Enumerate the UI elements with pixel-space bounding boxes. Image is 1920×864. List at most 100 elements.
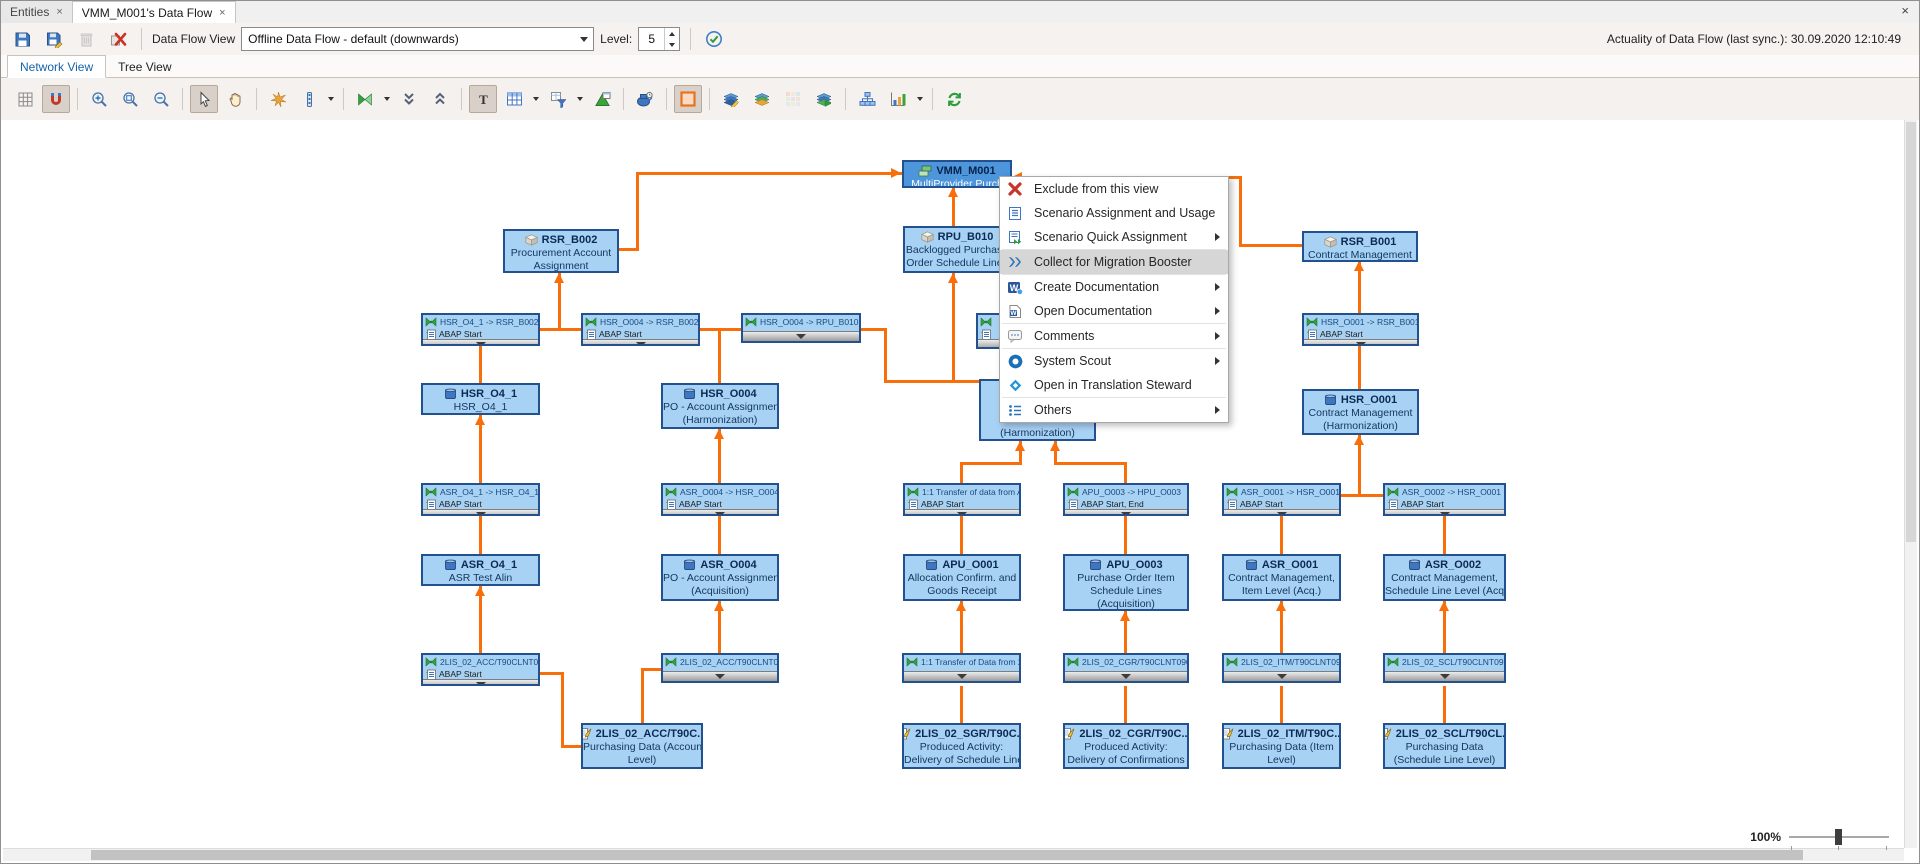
- node-2lis-02-sgr[interactable]: 2LIS_02_SGR/T90C...Produced Activity:Del…: [902, 723, 1021, 769]
- go-to-root-button[interactable]: [351, 85, 379, 113]
- transformation-node-2lis-02-cgr-t90clnt090-[interactable]: 2LIS_02_CGR/T90CLNT090 >...: [1063, 653, 1189, 683]
- zoom-slider[interactable]: [1789, 829, 1889, 850]
- refresh-button[interactable]: [940, 85, 968, 113]
- chevron-down-icon[interactable]: [575, 97, 585, 101]
- pan-tool-button[interactable]: [221, 85, 249, 113]
- menu-item-comments[interactable]: Comments: [1000, 324, 1228, 348]
- table-view-button[interactable]: [500, 85, 528, 113]
- node-2lis-02-scl[interactable]: 2LIS_02_SCL/T90CL...Purchasing Data(Sche…: [1383, 723, 1506, 769]
- expand-strip[interactable]: [1065, 509, 1187, 514]
- transformation-node-2lis-02-scl-t90clnt090-[interactable]: 2LIS_02_SCL/T90CLNT090 >...: [1383, 653, 1506, 683]
- expand-strip[interactable]: [423, 339, 538, 344]
- transformation-node-2lis-02-acc-t90clnt090-[interactable]: 2LIS_02_ACC/T90CLNT090 >...ABAP Start: [421, 653, 540, 686]
- menu-item-scenario-assignment-and-usage[interactable]: Scenario Assignment and Usage: [1000, 201, 1228, 225]
- node-2lis-02-acc-a[interactable]: 2LIS_02_ACC/T90C...Purchasing Data (Acco…: [581, 723, 703, 769]
- menu-item-open-in-translation-steward[interactable]: Open in Translation Steward: [1000, 373, 1228, 397]
- expand-strip[interactable]: [743, 331, 859, 341]
- zoom-slider-handle[interactable]: [1835, 829, 1842, 845]
- save-button[interactable]: [9, 26, 35, 52]
- level-stepper[interactable]: 5: [638, 27, 681, 51]
- discard-data-flow-button[interactable]: [105, 26, 131, 52]
- transformation-node-1-1-transfer-of-data-from-apu-[interactable]: 1:1 Transfer of data from APU...ABAP Sta…: [903, 483, 1021, 516]
- horizontal-scrollbar-thumb[interactable]: [91, 850, 1803, 860]
- expand-strip[interactable]: [1304, 339, 1417, 344]
- node-2lis-02-cgr[interactable]: 2LIS_02_CGR/T90C...Produced Activity:Del…: [1063, 723, 1189, 769]
- filter-view-button[interactable]: [544, 85, 572, 113]
- tab-entities[interactable]: Entities ×: [1, 1, 73, 23]
- auto-layout-button[interactable]: [264, 85, 292, 113]
- org-chart-button[interactable]: [853, 85, 881, 113]
- expand-strip[interactable]: [663, 671, 777, 681]
- snap-magnet-button[interactable]: [42, 85, 70, 113]
- vertical-layout-button[interactable]: [295, 85, 323, 113]
- vertical-scrollbar[interactable]: [1904, 120, 1917, 848]
- chart-button[interactable]: [884, 85, 912, 113]
- transformation-node-1-1-transfer-of-data-from-2lis-[interactable]: 1:1 Transfer of Data from 2LIS...: [902, 653, 1021, 683]
- expand-strip[interactable]: [1385, 671, 1504, 681]
- menu-item-scenario-quick-assignment[interactable]: Scenario Quick Assignment: [1000, 225, 1228, 249]
- chevron-down-icon[interactable]: [326, 97, 336, 101]
- grid-toggle-button[interactable]: [11, 85, 39, 113]
- expand-strip[interactable]: [423, 679, 538, 684]
- zoom-out-button[interactable]: [147, 85, 175, 113]
- menu-item-exclude-from-this-view[interactable]: Exclude from this view: [1000, 177, 1228, 201]
- menu-item-others[interactable]: Others: [1000, 398, 1228, 422]
- chevron-down-icon[interactable]: [531, 97, 541, 101]
- expand-all-button[interactable]: [426, 85, 454, 113]
- data-flow-view-select[interactable]: Offline Data Flow - default (downwards): [241, 27, 595, 51]
- transformation-node-hsr-o004-rpu-b010[interactable]: HSR_O004 -> RPU_B010: [741, 313, 861, 343]
- tab-vmm-m001-data-flow[interactable]: VMM_M001's Data Flow ×: [72, 1, 236, 24]
- node-2lis-02-itm[interactable]: 2LIS_02_ITM/T90C...Purchasing Data (Item…: [1222, 723, 1341, 769]
- horizontal-scrollbar[interactable]: [3, 848, 1904, 861]
- layers-export-button[interactable]: [810, 85, 838, 113]
- layers-edit-button[interactable]: [717, 85, 745, 113]
- highlight-frame-button[interactable]: [674, 85, 702, 113]
- color-palette-button[interactable]: [779, 85, 807, 113]
- expand-strip[interactable]: [1224, 509, 1339, 514]
- select-tool-button[interactable]: [190, 85, 218, 113]
- expand-strip[interactable]: [1385, 509, 1504, 514]
- menu-item-system-scout[interactable]: System Scout: [1000, 349, 1228, 373]
- vertical-scrollbar-thumb[interactable]: [1906, 122, 1916, 542]
- zoom-fit-button[interactable]: [116, 85, 144, 113]
- layers-color-button[interactable]: [748, 85, 776, 113]
- tree-filter-button[interactable]: [588, 85, 616, 113]
- transformation-node-2lis-02-itm-t90clnt090-[interactable]: 2LIS_02_ITM/T90CLNT090 >...: [1222, 653, 1341, 683]
- expand-strip[interactable]: [1224, 671, 1339, 681]
- tab-tree-view[interactable]: Tree View: [118, 59, 172, 74]
- chevron-down-icon[interactable]: [915, 97, 925, 101]
- expand-strip[interactable]: [423, 509, 538, 514]
- gui-kettle-button[interactable]: [631, 85, 659, 113]
- zoom-in-button[interactable]: [85, 85, 113, 113]
- tab-close-icon[interactable]: ×: [219, 7, 226, 19]
- chevron-down-icon[interactable]: [382, 97, 392, 101]
- tab-network-view[interactable]: Network View: [7, 55, 107, 78]
- expand-strip[interactable]: [1065, 671, 1187, 681]
- sync-status-button[interactable]: [701, 26, 727, 52]
- expand-strip[interactable]: [904, 671, 1019, 681]
- save-as-button[interactable]: [41, 26, 67, 52]
- transformation-node-2lis-02-acc-t90clnt090-[interactable]: 2LIS_02_ACC/T90CLNT090 >...: [661, 653, 779, 683]
